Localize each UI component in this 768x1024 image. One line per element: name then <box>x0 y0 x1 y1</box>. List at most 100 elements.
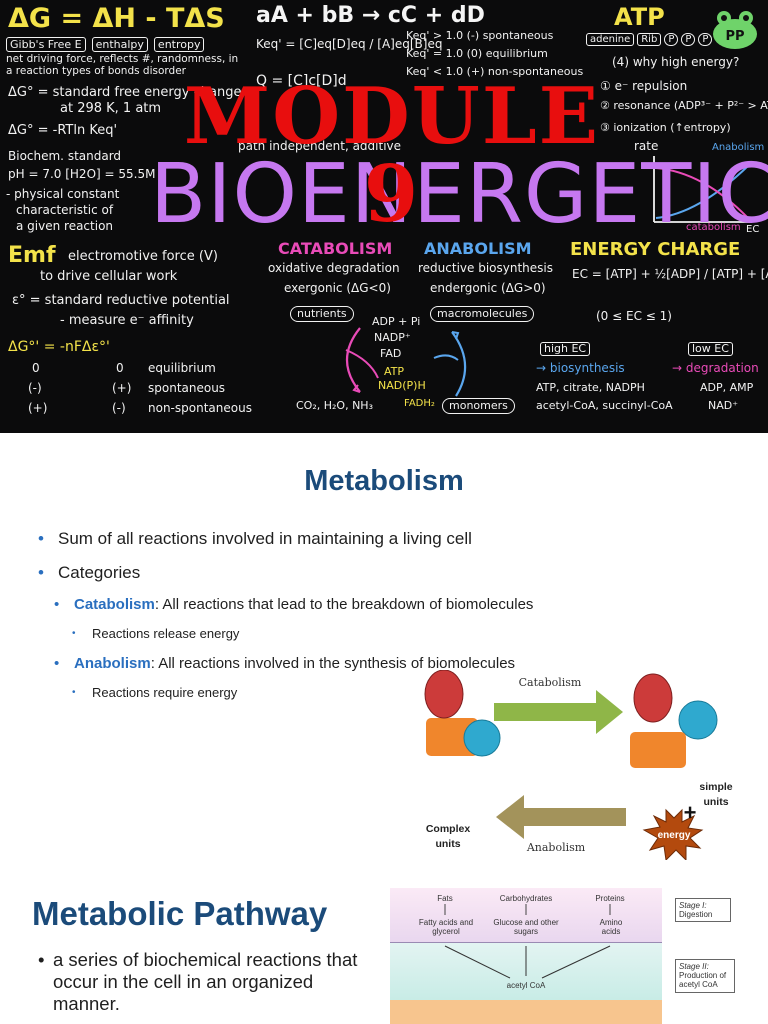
stage-1-band <box>390 888 662 943</box>
electron-affinity: - measure e⁻ affinity <box>60 313 194 328</box>
nf-row-3-b: (-) <box>112 401 126 415</box>
biochem-standard: Biochem. standard <box>8 149 122 163</box>
gibbs-note: net driving force, reflects #, randomnes… <box>6 53 239 77</box>
co2-products: CO₂, H₂O, NH₃ <box>296 399 373 412</box>
anabolism-def-1: reductive biosynthesis <box>418 261 553 275</box>
module-title: MODULE 9 <box>183 71 601 240</box>
simple-units-label-2: units <box>703 796 728 808</box>
bullet-release-energy: • Reactions release energy <box>72 626 240 641</box>
gibbs-label: Gibb's Free E <box>6 37 86 52</box>
entropy-label: entropy <box>153 37 205 52</box>
nf-row-2-b: (+) <box>112 381 132 395</box>
anabolism-arrow-label: Anabolism <box>526 841 586 854</box>
cycle-fad: FAD <box>380 347 402 360</box>
characteristic: characteristic of <box>16 203 114 217</box>
nutrients-oval: nutrients <box>290 306 354 323</box>
high-ec-list-2: acetyl-CoA, succinyl-CoA <box>536 399 673 412</box>
phosphate-3: P <box>698 33 713 46</box>
enthalpy-label: enthalpy <box>91 37 148 52</box>
catabolism-anabolism-diagram: Catabolism Anabolism Complex units simpl… <box>424 670 733 860</box>
keq-case-1: Keq' > 1.0 (-) spontaneous <box>406 29 554 42</box>
nf-row-3-c: non-spontaneous <box>148 401 252 415</box>
energy-burst <box>642 808 704 860</box>
bullet-dot: • <box>72 628 76 639</box>
low-ec-box: low EC <box>688 342 733 357</box>
standard-free-energy: ΔG° = standard free energy change <box>8 85 242 100</box>
phosphate-2: P <box>681 33 696 46</box>
anabolism-def-2: endergonic (ΔG>0) <box>430 281 546 295</box>
macromolecules-oval: macromolecules <box>430 306 535 323</box>
monomers-oval: monomers <box>442 398 515 415</box>
simple-unit-blue <box>678 700 718 740</box>
complex-unit-red <box>424 670 464 719</box>
keq-formula: Keq' = [C]eq[D]eq / [A]eq[B]eq <box>256 37 443 51</box>
anabolism-definition: : All reactions involved in the synthesi… <box>150 655 516 672</box>
metabolism-slide: Metabolism • Sum of all reactions involv… <box>0 433 768 873</box>
atp-reason-2: ② resonance (ADP³⁻ + P²⁻ > ATP⁴⁻) <box>600 99 768 112</box>
high-ec-list: ATP, citrate, NADPH <box>536 381 645 394</box>
standard-conditions: at 298 K, 1 atm <box>60 101 162 116</box>
nf-row-3-a: (+) <box>28 401 48 415</box>
physical-constant: - physical constant <box>6 187 120 201</box>
frog-logo-text: PP <box>725 29 744 44</box>
high-ec-box: high EC <box>540 342 591 357</box>
catabolism-arrow <box>494 690 623 734</box>
metabolic-pathway-slide: Metabolic Pathway • a series of biochemi… <box>0 873 768 1024</box>
bullet-categories: • Categories <box>38 563 141 582</box>
anabolism-arrow <box>496 795 626 839</box>
amino-acids-label: Amino acids <box>599 918 623 937</box>
ph-condition: pH = 7.0 [H2O] = 55.5M <box>8 167 156 181</box>
low-ec-list-2: NAD⁺ <box>708 399 739 412</box>
stage-arrows <box>444 904 611 979</box>
bullet-dot: • <box>38 529 44 548</box>
glucose-label: Glucose and other sugars <box>493 918 559 937</box>
nf-row-2-a: (-) <box>28 381 42 395</box>
complex-units-label-2: units <box>435 838 460 850</box>
nf-equation: ΔG°' = -nFΔε°' <box>8 339 110 355</box>
metabolism-title: Metabolism <box>304 465 464 497</box>
catabolism-def-1: oxidative degradation <box>268 261 400 275</box>
adenine-label: adenine <box>586 33 635 46</box>
stage-3-band <box>390 1000 662 1024</box>
cycle-atp: ATP <box>384 365 405 378</box>
metabolism-stages-figure: Fats Carbohydrates Proteins Fatty acids … <box>390 888 762 1024</box>
atp-reason-3: ③ ionization (↑entropy) <box>600 121 731 134</box>
bullet-dot: • <box>38 949 45 970</box>
stage-2-label: Stage II: Production of acetyl CoA <box>675 959 735 993</box>
cycle-nadph: NAD(P)H <box>378 379 426 392</box>
degradation-label: → degradation <box>672 361 759 375</box>
bioenergetics-title: BIOENERGETICS <box>150 147 768 242</box>
nf-row-1-c: equilibrium <box>148 361 216 375</box>
emf-heading: Emf <box>8 243 56 268</box>
ribose-label: Rib <box>637 33 662 46</box>
gibbs-term-labels: Gibb's Free E enthalpy entropy <box>6 37 205 52</box>
standard-reductive-potential: ε° = standard reductive potential <box>12 293 230 308</box>
acetyl-coa-label: acetyl CoA <box>506 981 546 990</box>
emf-use: to drive cellular work <box>40 269 178 284</box>
energy-charge-plot <box>653 156 752 223</box>
bullet-require-energy: • Reactions require energy <box>72 685 238 700</box>
cycle-arrows <box>345 327 467 397</box>
given-reaction: a given reaction <box>16 219 114 233</box>
atp-heading: ATP <box>614 3 665 31</box>
q-formula: Q = [C]c[D]d <box>256 73 347 89</box>
stage-1-label: Stage I: Digestion <box>675 898 731 923</box>
catabolism-def-2: exergonic (ΔG<0) <box>284 281 391 295</box>
catabolism-definition: : All reactions that lead to the breakdo… <box>154 596 534 613</box>
complex-unit-block <box>426 718 478 756</box>
nf-row-1-a: 0 <box>32 361 40 375</box>
complex-unit-blue <box>463 719 501 757</box>
plus-sign: + <box>684 800 697 825</box>
simple-unit-red <box>633 673 673 723</box>
simple-unit-block <box>630 732 686 768</box>
catabolism-curve-label: catabolism <box>686 222 741 233</box>
atp-structure: adenine Rib P P P <box>586 33 713 46</box>
low-ec-list: ADP, AMP <box>700 381 754 394</box>
rt-ln-keq: ΔG° = -RTln Keq' <box>8 123 118 138</box>
anabolism-curve-label: Anabolism <box>712 142 765 153</box>
fats-label: Fats <box>437 894 453 903</box>
catabolism-keyword: Catabolism <box>74 596 155 613</box>
catabolism-heading: CATABOLISM <box>278 239 393 258</box>
chalkboard-banner: ΔG = ΔH - TΔS Gibb's Free E enthalpy ent… <box>0 0 768 433</box>
phosphate-1: P <box>664 33 679 46</box>
